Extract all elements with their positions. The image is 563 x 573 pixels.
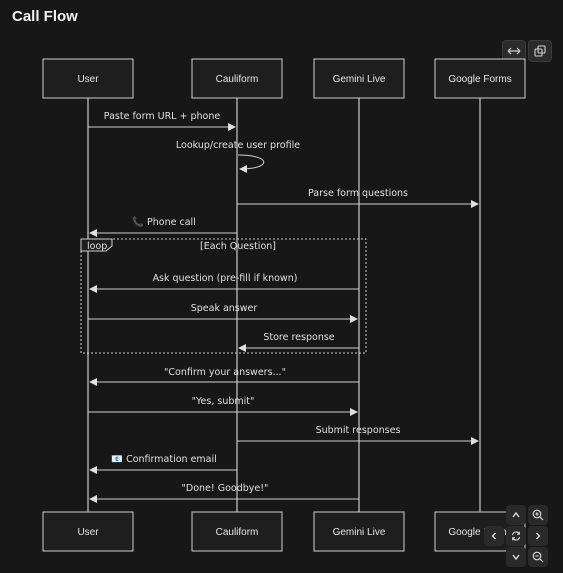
loop-frame: loop [Each Question] bbox=[80, 238, 367, 354]
message-label: Ask question (pre-fill if known) bbox=[153, 273, 298, 284]
actor-user-top: User bbox=[42, 58, 134, 99]
chevron-up-icon bbox=[512, 511, 520, 518]
message-label: 📧 Confirmation email bbox=[111, 454, 217, 465]
chevron-right-icon bbox=[536, 532, 541, 540]
message-label: Submit responses bbox=[316, 425, 401, 436]
loop-condition: [Each Question] bbox=[200, 241, 276, 252]
copy-icon bbox=[534, 45, 546, 57]
message-label: 📞 Phone call bbox=[132, 215, 196, 228]
actor-label: Cauliform bbox=[216, 527, 259, 538]
message-label: Store response bbox=[263, 332, 334, 343]
chevron-left-icon bbox=[491, 532, 496, 540]
message-4: 📞 Phone call bbox=[89, 215, 237, 237]
message-5: Ask question (pre-fill if known) bbox=[89, 273, 359, 293]
message-label: Paste form URL + phone bbox=[104, 111, 221, 122]
zoom-out-button[interactable] bbox=[528, 547, 548, 567]
horizontal-fit-icon bbox=[507, 47, 521, 55]
reset-view-button[interactable] bbox=[506, 526, 526, 546]
message-label: Lookup/create user profile bbox=[176, 140, 300, 151]
actor-label: Google Forms bbox=[448, 74, 511, 85]
copy-button[interactable] bbox=[528, 40, 552, 62]
chevron-down-icon bbox=[512, 554, 520, 561]
message-3: Parse form questions bbox=[237, 188, 479, 208]
message-label: Parse form questions bbox=[308, 188, 408, 199]
pan-right-button[interactable] bbox=[528, 526, 548, 546]
message-12: "Done! Goodbye!" bbox=[89, 483, 359, 503]
actor-label: User bbox=[77, 74, 99, 85]
actor-label: User bbox=[77, 527, 99, 538]
message-label: "Done! Goodbye!" bbox=[182, 483, 269, 494]
actor-label: Cauliform bbox=[216, 74, 259, 85]
message-label: "Yes, submit" bbox=[192, 396, 255, 407]
message-label: "Confirm your answers..." bbox=[164, 367, 286, 378]
pan-left-button[interactable] bbox=[484, 526, 504, 546]
actor-cauliform-bottom: Cauliform bbox=[191, 511, 283, 552]
message-9: "Yes, submit" bbox=[88, 396, 358, 416]
zoom-in-icon bbox=[532, 509, 544, 521]
message-11: 📧 Confirmation email bbox=[89, 454, 237, 474]
actor-google-forms-top: Google Forms bbox=[434, 58, 526, 99]
actor-label: Google Forms bbox=[448, 527, 511, 538]
message-1: Paste form URL + phone bbox=[88, 111, 236, 131]
zoom-in-button[interactable] bbox=[528, 505, 548, 525]
actor-gemini-live-top: Gemini Live bbox=[313, 58, 405, 99]
message-label: Speak answer bbox=[191, 303, 258, 314]
message-6: Speak answer bbox=[88, 303, 358, 323]
actor-gemini-live-bottom: Gemini Live bbox=[313, 511, 405, 552]
actor-user-bottom: User bbox=[42, 511, 134, 552]
pan-up-button[interactable] bbox=[506, 505, 526, 525]
actor-label: Gemini Live bbox=[333, 74, 386, 85]
message-10: Submit responses bbox=[237, 425, 479, 445]
loop-tag-label: loop bbox=[87, 241, 107, 252]
reset-icon bbox=[511, 531, 521, 541]
pan-down-button[interactable] bbox=[506, 547, 526, 567]
message-8: "Confirm your answers..." bbox=[89, 367, 359, 386]
message-2: Lookup/create user profile bbox=[176, 140, 300, 173]
actor-cauliform-top: Cauliform bbox=[191, 58, 283, 99]
zoom-out-icon bbox=[532, 551, 544, 563]
message-7: Store response bbox=[238, 332, 359, 352]
actor-label: Gemini Live bbox=[333, 527, 386, 538]
page-title: Call Flow bbox=[12, 8, 78, 25]
